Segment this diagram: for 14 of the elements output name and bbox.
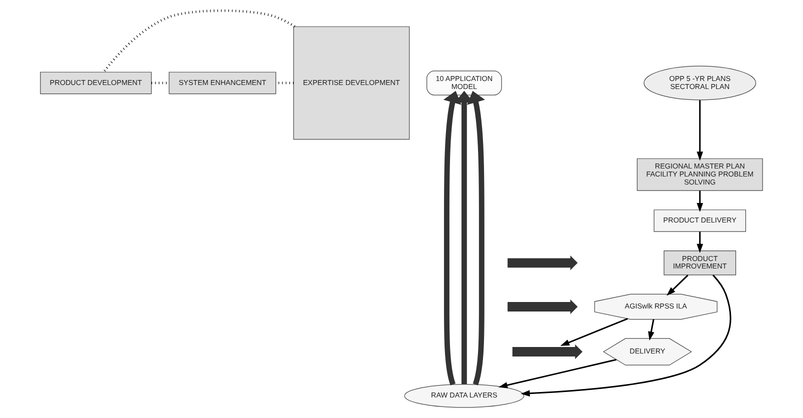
arrow xyxy=(648,319,654,341)
arrow xyxy=(696,232,704,253)
node-arrow xyxy=(508,256,578,270)
connector xyxy=(102,9,296,73)
arrow xyxy=(696,190,704,212)
node-arrow xyxy=(512,344,582,360)
arrow xyxy=(466,90,485,386)
arrow xyxy=(498,358,617,388)
node-arrow xyxy=(508,299,578,314)
arrow xyxy=(666,274,688,296)
arrow xyxy=(520,274,732,396)
arrow xyxy=(696,100,704,161)
arrow xyxy=(443,90,462,386)
arrow xyxy=(560,318,628,346)
